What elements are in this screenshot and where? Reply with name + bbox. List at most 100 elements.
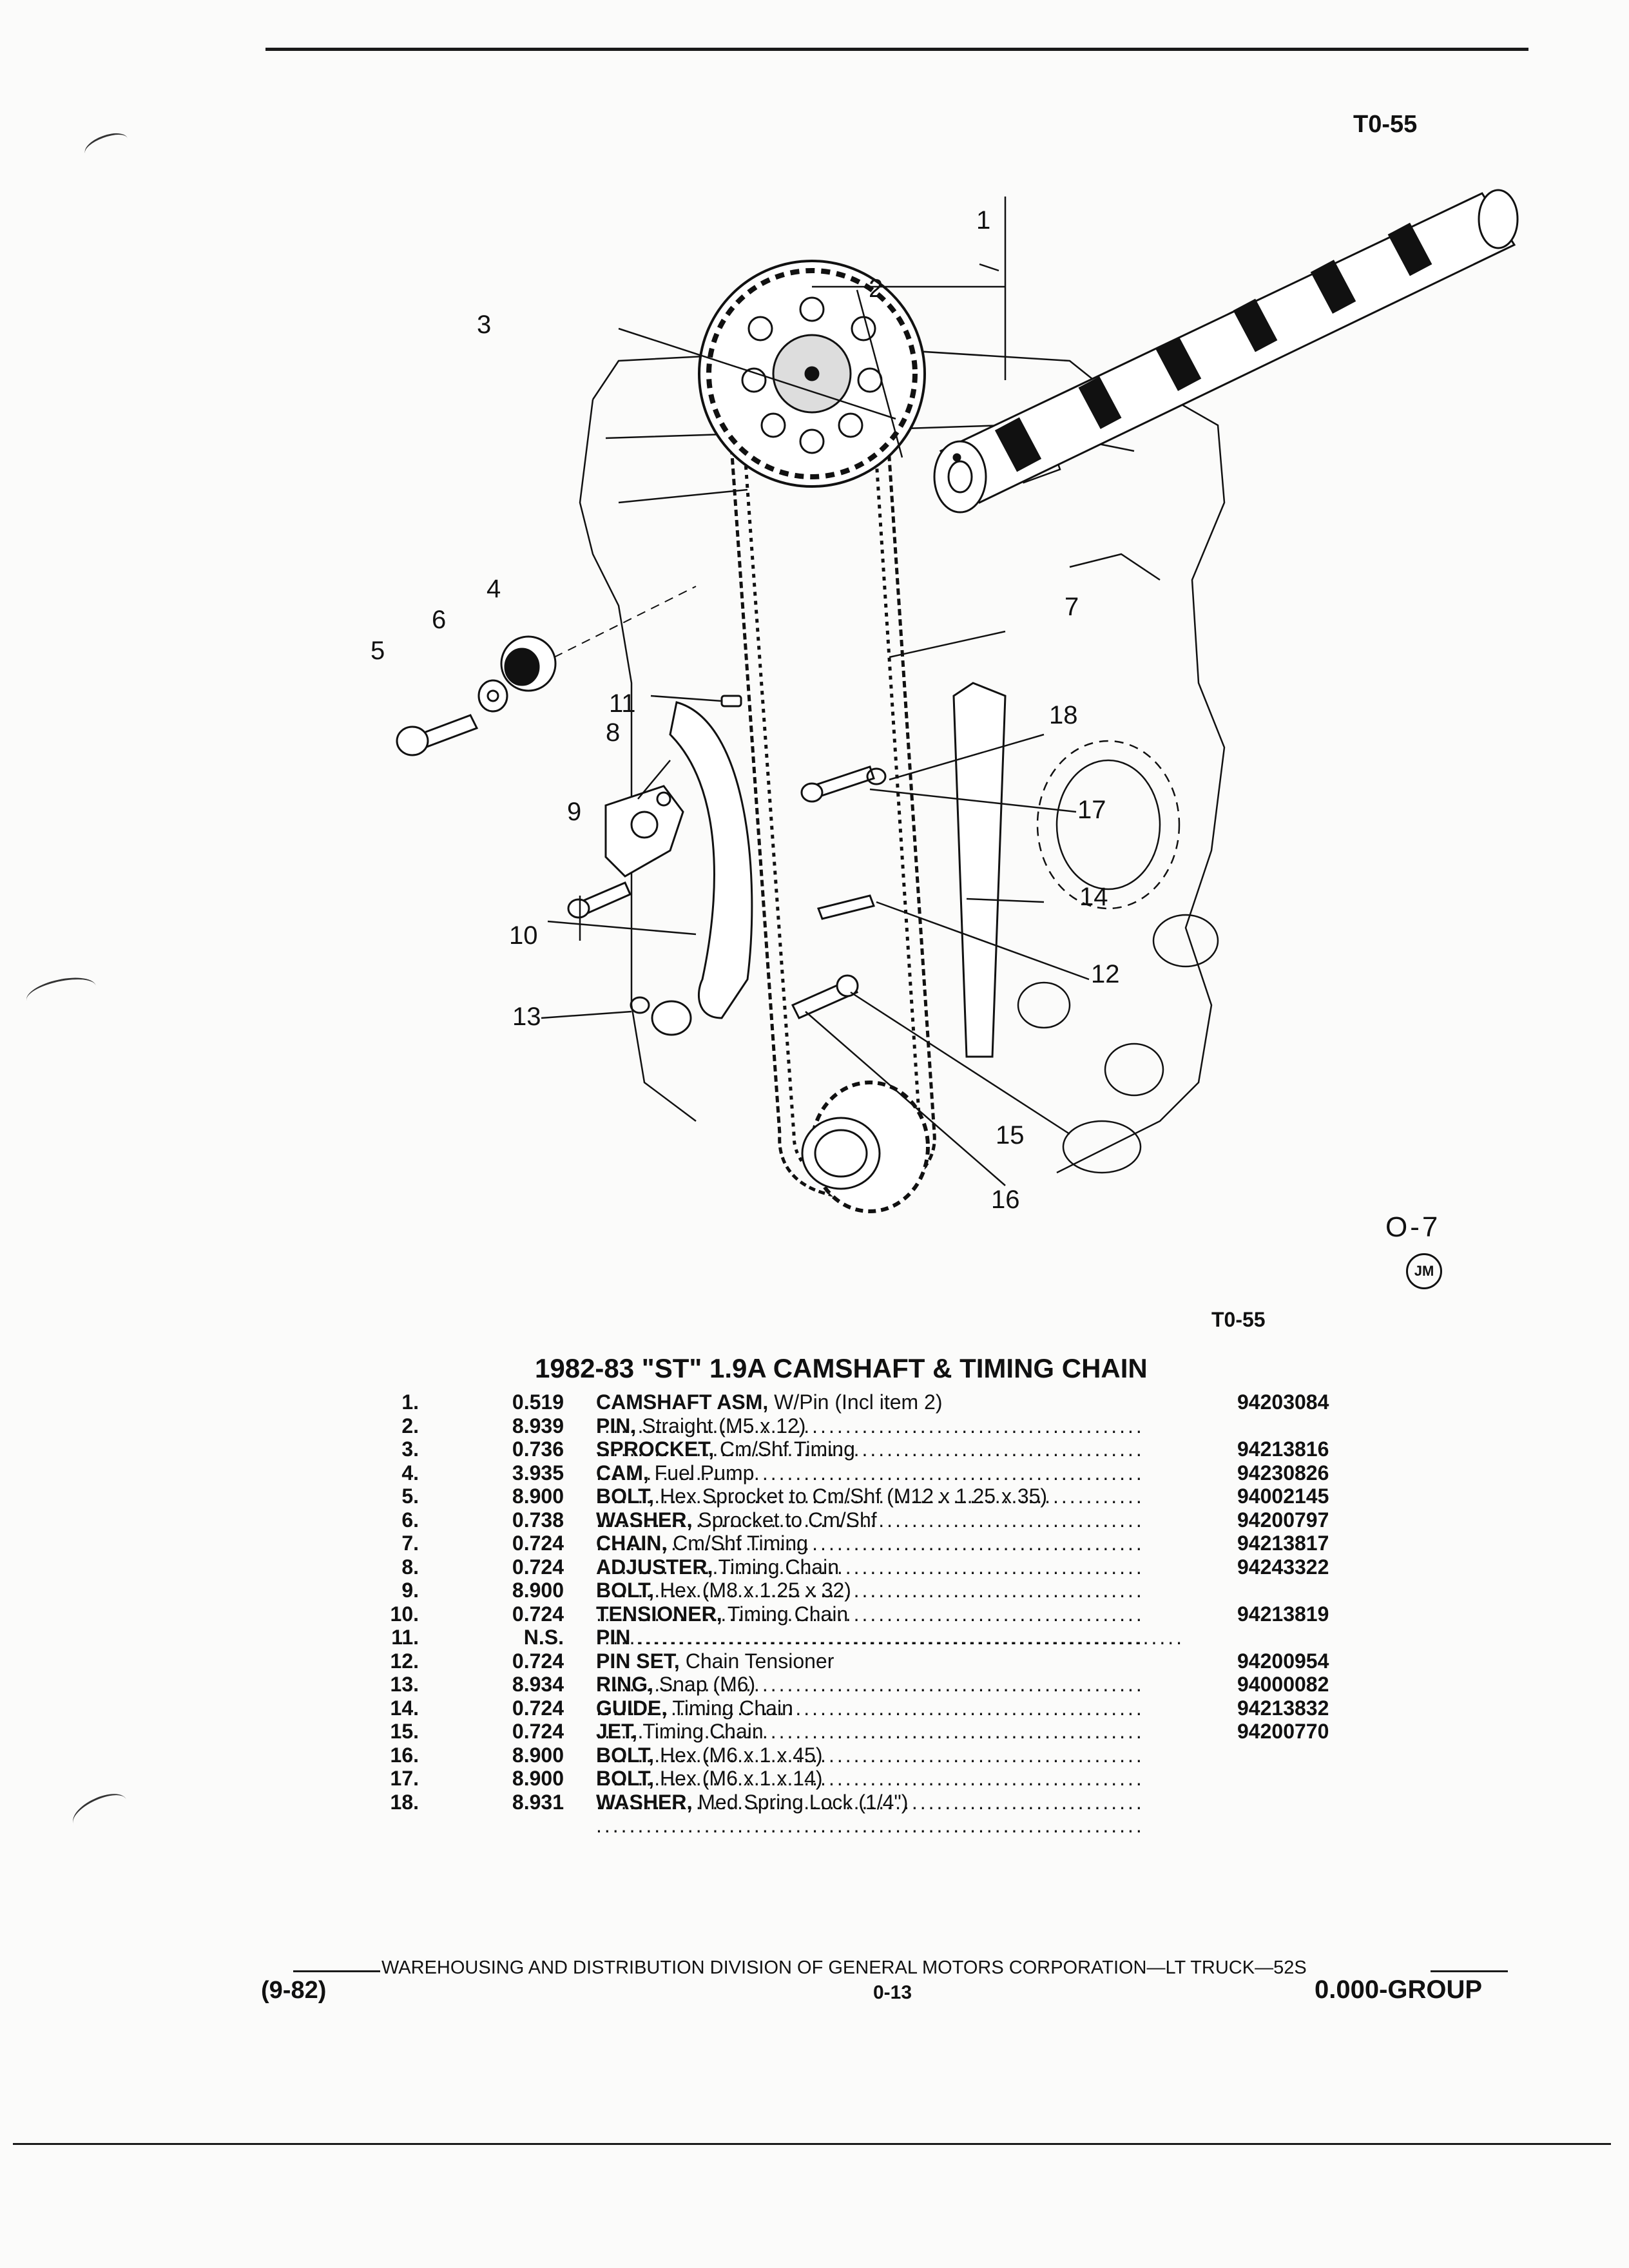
part-detail: Timing Chain <box>672 1696 793 1720</box>
leader-dots: ........................................… <box>596 1602 1144 1626</box>
part-detail: W/Pin (Incl item 2) <box>774 1390 943 1414</box>
part-description: BOLT, Hex Sprocket to Cm/Shf (M12 x 1.25… <box>596 1485 1273 1532</box>
leader-dots: ........................................… <box>596 1485 1144 1508</box>
part-name: PIN, <box>596 1414 637 1437</box>
part-name: TENSIONER, <box>596 1602 722 1626</box>
part-detail: Timing Chain <box>727 1602 849 1626</box>
part-number: 94243322 <box>1237 1555 1329 1579</box>
part-name: CAMSHAFT ASM, <box>596 1390 769 1414</box>
callout-7: 7 <box>1065 593 1079 621</box>
part-number: 94000082 <box>1237 1673 1329 1696</box>
group-number: 8.900 <box>512 1485 564 1508</box>
part-description: BOLT, Hex (M8 x 1.25 x 32) .............… <box>596 1579 1273 1626</box>
adjuster-bolt <box>567 881 631 919</box>
part-name: PIN SET, <box>596 1649 680 1673</box>
item-number: 11. <box>391 1626 419 1649</box>
leader-dots: ........................................… <box>596 1555 1144 1579</box>
callout-8: 8 <box>606 718 621 747</box>
part-name: GUIDE, <box>596 1696 668 1720</box>
table-row: 3. 0.736 SPROCKET, Cm/Shf Timing .......… <box>361 1437 1418 1485</box>
part-description: PIN, Straight (M5 x 12) ................… <box>596 1414 1273 1461</box>
leader-dots: ........................................… <box>636 1626 1185 1649</box>
part-description: WASHER, Med Spring Lock (1/4") .........… <box>596 1791 1273 1838</box>
item-number: 1. <box>401 1390 419 1414</box>
part-name: BOLT, <box>596 1485 655 1508</box>
part-number: 94200770 <box>1237 1720 1329 1743</box>
leader-dots: ........................................… <box>596 1696 1144 1720</box>
table-row: 7. 0.724 CHAIN, Cm/Shf Timing ..........… <box>361 1532 1418 1579</box>
table-row: 9. 8.900 BOLT, Hex (M8 x 1.25 x 32) ....… <box>361 1579 1418 1626</box>
table-row: 2. 8.939 PIN, Straight (M5 x 12) .......… <box>361 1414 1418 1461</box>
pin-set <box>817 894 875 920</box>
table-row: 4. 3.935 CAM, Fuel Pump ................… <box>361 1461 1418 1508</box>
chain-jet <box>791 974 859 1019</box>
group-number: N.S. <box>523 1626 564 1649</box>
part-detail: Hex (M8 x 1.25 x 32) <box>659 1579 851 1602</box>
item-number: 13. <box>390 1673 419 1696</box>
leader-dots: ........................................… <box>596 1579 1144 1602</box>
item-number: 7. <box>401 1532 419 1555</box>
footer-rule-right <box>1431 1970 1508 1972</box>
part-description: WASHER, Sprocket to Cm/Shf .............… <box>596 1508 1273 1555</box>
pin-11 <box>720 695 742 707</box>
tensioner-roller <box>651 1000 692 1036</box>
item-number: 10. <box>390 1602 419 1626</box>
group-number: 8.900 <box>512 1743 564 1767</box>
part-detail: Hex (M6 x 1 x 14) <box>659 1767 823 1790</box>
part-description: CAM, Fuel Pump .........................… <box>596 1461 1273 1508</box>
part-description: SPROCKET, Cm/Shf Timing ................… <box>596 1437 1273 1485</box>
part-detail: Timing Chain <box>642 1720 764 1743</box>
sprocket-bolt <box>396 714 479 756</box>
part-name: CHAIN, <box>596 1532 668 1555</box>
group-number: 0.724 <box>512 1696 564 1720</box>
table-row: 10. 0.724 TENSIONER, Timing Chain ......… <box>361 1602 1418 1649</box>
part-detail: Hex Sprocket to Cm/Shf (M12 x 1.25 x 35) <box>659 1485 1048 1508</box>
part-detail: Timing Chain <box>718 1555 839 1579</box>
scan-mark <box>68 1786 132 1837</box>
fuel-pump-cam <box>500 635 557 692</box>
leader-dots: ........................................… <box>596 1532 1144 1555</box>
table-row: 16. 8.900 BOLT, Hex (M6 x 1 x 45) ......… <box>361 1743 1418 1791</box>
part-description: BOLT, Hex (M6 x 1 x 45) ................… <box>596 1744 1273 1791</box>
part-name: WASHER, <box>596 1508 693 1532</box>
callout-11: 11 <box>609 689 636 718</box>
part-name: PIN <box>596 1626 631 1649</box>
part-description: PIN ....................................… <box>596 1626 1273 1649</box>
group-number: 0.736 <box>512 1437 564 1461</box>
group-number: 8.939 <box>512 1414 564 1437</box>
camshaft-sprocket <box>698 260 926 488</box>
callout-16: 16 <box>991 1186 1020 1214</box>
part-detail: Cm/Shf Timing <box>720 1437 855 1461</box>
engine-block <box>579 347 1226 1174</box>
group-number: 0.724 <box>512 1532 564 1555</box>
callout-18: 18 <box>1049 701 1078 729</box>
parts-table-title: 1982-83 "ST" 1.9A CAMSHAFT & TIMING CHAI… <box>535 1353 1148 1383</box>
callout-14: 14 <box>1079 883 1108 911</box>
table-row: 14. 0.724 GUIDE, Timing Chain ..........… <box>361 1696 1418 1744</box>
part-description: CAMSHAFT ASM, W/Pin (Incl item 2) ......… <box>596 1390 1273 1437</box>
table-row: 8. 0.724 ADJUSTER, Timing Chain ........… <box>361 1555 1418 1602</box>
group-number: 0.724 <box>512 1720 564 1743</box>
callout-15: 15 <box>996 1121 1025 1149</box>
item-number: 12. <box>390 1649 419 1673</box>
jm-stamp: JM <box>1406 1253 1442 1289</box>
part-detail: Cm/Shf Timing <box>673 1532 808 1555</box>
item-number: 9. <box>401 1579 419 1602</box>
camshaft <box>933 189 1519 514</box>
leader-dots: ........................................… <box>596 1461 1144 1485</box>
part-number: 94230826 <box>1237 1461 1329 1485</box>
table-row: 15. 0.724 JET, Timing Chain ............… <box>361 1720 1418 1767</box>
leader-dots: ........................................… <box>596 1814 1144 1837</box>
jm-stamp-text: JM <box>1414 1263 1434 1279</box>
part-description: RING, Snap (M6) ........................… <box>596 1673 1273 1720</box>
section-ref: O-7 <box>1385 1211 1441 1243</box>
figure-code-bottom: T0-55 <box>1211 1308 1266 1331</box>
callout-6: 6 <box>432 606 447 634</box>
exploded-diagram: 1 2 3 4 5 6 7 8 9 10 11 12 13 14 15 16 1… <box>361 168 1572 1231</box>
crank-sprocket <box>801 1081 930 1213</box>
lock-washer <box>866 767 887 785</box>
callout-9: 9 <box>567 798 582 826</box>
leader-dots: ........................................… <box>596 1414 1144 1437</box>
scan-mark <box>23 972 99 1014</box>
tensioner-shoe <box>669 701 753 1019</box>
